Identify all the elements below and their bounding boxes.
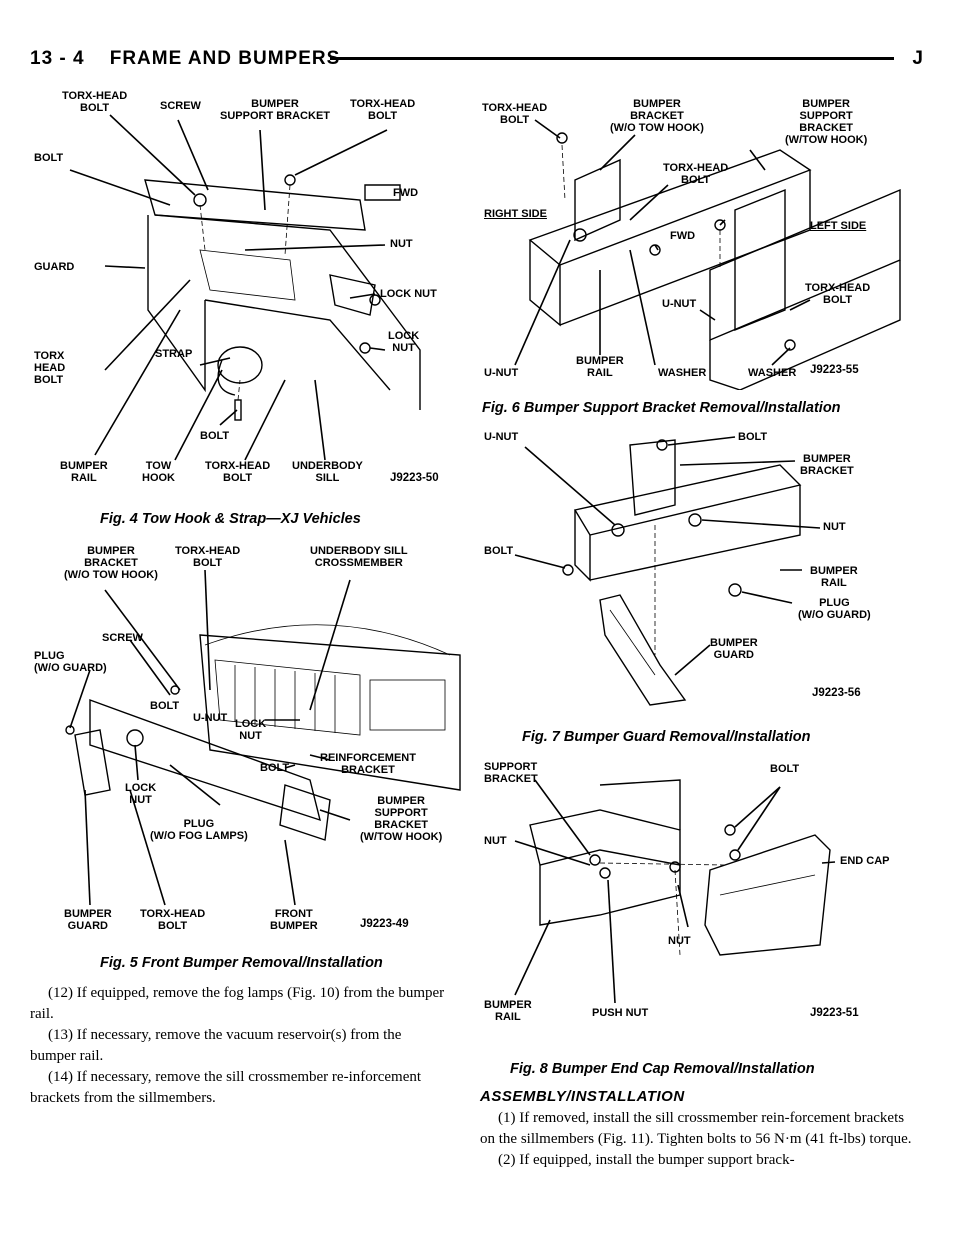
label-bumper-guard: BUMPER GUARD	[64, 908, 112, 932]
label-lock-nut: LOCK NUT	[380, 288, 437, 300]
label-left-side: LEFT SIDE	[810, 220, 867, 232]
label-u-nut: U-NUT	[484, 367, 519, 379]
label-bolt: BOLT	[738, 431, 768, 443]
label-front-bumper: FRONT BUMPER	[270, 908, 318, 932]
label-torx-head-bolt: TORX-HEAD BOLT	[175, 545, 241, 569]
figure-code: J9223-56	[812, 687, 861, 699]
label-torx-head-bolt: TORX HEAD BOLT	[34, 350, 66, 386]
figure-4-illustration	[69, 114, 421, 461]
label-tow-hook: TOW HOOK	[142, 460, 175, 484]
figure-code: J9223-55	[810, 364, 859, 376]
label-strap: STRAP	[155, 348, 193, 360]
label-fwd: FWD	[670, 230, 696, 242]
figure-5-illustration	[65, 569, 461, 906]
label-underbody-sill: UNDERBODY SILL	[292, 460, 363, 484]
section-heading: ASSEMBLY/INSTALLATION	[480, 1088, 685, 1105]
figure-code: J9223-50	[390, 472, 439, 484]
label-reinforcement-bracket: REINFORCEMENT BRACKET	[320, 752, 416, 776]
label-torx-head-bolt: TORX-HEAD BOLT	[62, 90, 128, 114]
label-torx-head-bolt: TORX-HEAD BOLT	[482, 102, 548, 126]
label-end-cap: END CAP	[840, 855, 890, 867]
header-rule	[330, 57, 894, 60]
figure-4: TORX-HEAD BOLT SCREW BUMPER SUPPORT BRAC…	[30, 90, 470, 500]
label-torx-head-bolt: TORX-HEAD BOLT	[350, 98, 416, 122]
label-screw: SCREW	[160, 100, 201, 112]
figure-7-caption: Fig. 7 Bumper Guard Removal/Installation	[522, 729, 811, 745]
header-mark: J	[912, 48, 924, 69]
label-support-bracket: SUPPORT BRACKET	[484, 761, 538, 785]
paragraph: (12) If equipped, remove the fog lamps (…	[30, 985, 445, 1022]
label-torx-head-bolt: TORX-HEAD BOLT	[205, 460, 271, 484]
label-bumper-support-bracket: BUMPER SUPPORT BRACKET (W/TOW HOOK)	[785, 98, 868, 146]
label-nut: NUT	[390, 238, 413, 250]
label-washer: WASHER	[748, 367, 797, 379]
figure-8-caption: Fig. 8 Bumper End Cap Removal/Installati…	[510, 1061, 815, 1077]
label-bolt: BOLT	[34, 152, 64, 164]
label-bumper-rail: BUMPER RAIL	[576, 355, 624, 379]
label-bolt: BOLT	[770, 763, 800, 775]
paragraph: (1) If removed, install the sill crossme…	[480, 1110, 912, 1147]
page-header: 13 - 4 FRAME AND BUMPERS J	[30, 44, 930, 74]
figure-7-illustration	[514, 436, 821, 706]
figure-code: J9223-51	[810, 1007, 859, 1019]
paragraph: (14) If necessary, remove the sill cross…	[30, 1069, 422, 1106]
label-torx-head-bolt: TORX-HEAD BOLT	[663, 162, 729, 186]
fwd-arrow-label: FWD	[393, 187, 419, 199]
label-plug-wo-guard: PLUG (W/O GUARD)	[798, 597, 871, 621]
label-torx-head-bolt: TORX-HEAD BOLT	[140, 908, 206, 932]
label-right-side: RIGHT SIDE	[484, 208, 547, 220]
label-screw: SCREW	[102, 632, 143, 644]
label-bumper-support-bracket: BUMPER SUPPORT BRACKET (W/TOW HOOK)	[360, 795, 443, 843]
label-bolt: BOLT	[260, 762, 290, 774]
label-bumper-bracket: BUMPER BRACKET	[800, 453, 854, 477]
label-bumper-guard: BUMPER GUARD	[710, 637, 758, 661]
label-washer: WASHER	[658, 367, 707, 379]
label-nut: NUT	[484, 835, 507, 847]
label-bumper-bracket: BUMPER BRACKET (W/O TOW HOOK)	[610, 98, 704, 134]
label-bolt: BOLT	[150, 700, 180, 712]
label-bolt-2: BOLT	[484, 545, 514, 557]
figure-4-caption: Fig. 4 Tow Hook & Strap—XJ Vehicles	[100, 511, 361, 527]
figure-6: TORX-HEAD BOLT BUMPER BRACKET (W/O TOW H…	[480, 90, 930, 390]
label-guard: GUARD	[34, 261, 75, 273]
label-nut: NUT	[668, 935, 691, 947]
label-plug-wo-guard: PLUG (W/O GUARD)	[34, 650, 107, 674]
figure-7: U-NUT BOLT BUMPER BRACKET BOLT NUT BUMPE…	[480, 425, 930, 715]
label-u-nut: U-NUT	[193, 712, 228, 724]
body-text-left: (12) If equipped, remove the fog lamps (…	[30, 983, 445, 1109]
figure-code: J9223-49	[360, 918, 409, 930]
paragraph: (2) If equipped, install the bumper supp…	[498, 1152, 795, 1168]
label-bumper-rail: BUMPER RAIL	[484, 999, 532, 1023]
label-lock-nut: LOCK NUT	[235, 718, 267, 742]
figure-8: SUPPORT BRACKET BOLT NUT END CAP NUT BUM…	[480, 755, 930, 1055]
label-u-nut: U-NUT	[662, 298, 697, 310]
label-push-nut: PUSH NUT	[592, 1007, 649, 1019]
figure-6-illustration	[514, 119, 901, 390]
label-plug-wo-fog-lamps: PLUG (W/O FOG LAMPS)	[150, 818, 248, 842]
label-lock-nut: LOCK NUT	[125, 782, 157, 806]
figure-8-illustration	[514, 779, 836, 1004]
label-bumper-rail: BUMPER RAIL	[810, 565, 858, 589]
label-underbody-sill-crossmember: UNDERBODY SILL CROSSMEMBER	[310, 545, 408, 569]
label-bumper-rail: BUMPER RAIL	[60, 460, 108, 484]
figure-5: BUMPER BRACKET (W/O TOW HOOK) TORX-HEAD …	[30, 540, 470, 940]
label-nut-1: NUT	[823, 521, 846, 533]
label-u-nut: U-NUT	[484, 431, 519, 443]
label-bumper-bracket: BUMPER BRACKET (W/O TOW HOOK)	[64, 545, 158, 581]
body-text-right: (1) If removed, install the sill crossme…	[480, 1108, 920, 1171]
figure-5-caption: Fig. 5 Front Bumper Removal/Installation	[100, 955, 383, 971]
page-number-title: 13 - 4 FRAME AND BUMPERS	[30, 48, 341, 69]
paragraph: (13) If necessary, remove the vacuum res…	[30, 1027, 402, 1064]
label-bumper-support-bracket: BUMPER SUPPORT BRACKET	[220, 98, 331, 122]
label-torx-head-bolt: TORX-HEAD BOLT	[805, 282, 871, 306]
figure-6-caption: Fig. 6 Bumper Support Bracket Removal/In…	[482, 400, 841, 416]
label-bolt: BOLT	[200, 430, 230, 442]
label-lock-nut: LOCK NUT	[388, 330, 420, 354]
